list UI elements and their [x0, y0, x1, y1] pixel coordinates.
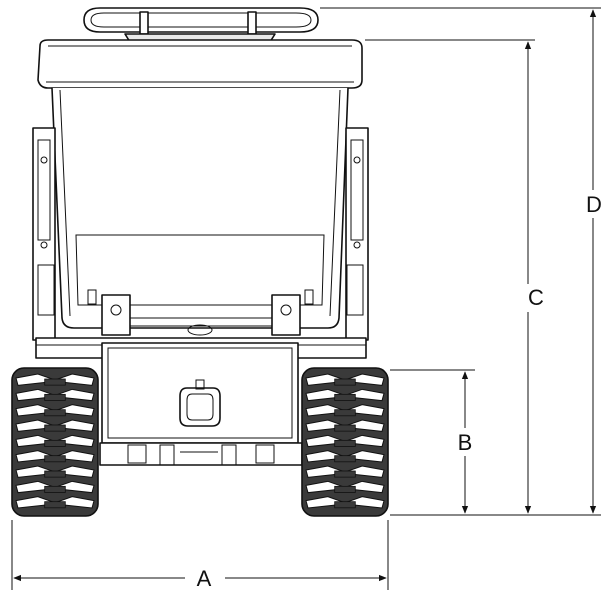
top-handle — [83, 7, 319, 43]
undercarriage — [99, 442, 303, 466]
dimension-label-a: A — [197, 566, 212, 590]
lift-hinges — [87, 289, 314, 336]
track-right — [301, 367, 389, 517]
side-frame-right — [345, 127, 369, 341]
dimension-label-d: D — [586, 192, 601, 217]
track-left — [11, 367, 99, 517]
tow-hitch — [179, 379, 221, 427]
hopper — [37, 39, 363, 329]
side-frame-left — [32, 127, 56, 341]
dimension-label-b: B — [458, 430, 473, 455]
dimension-label-c: C — [528, 285, 544, 310]
dimension-lines — [11, 7, 601, 590]
